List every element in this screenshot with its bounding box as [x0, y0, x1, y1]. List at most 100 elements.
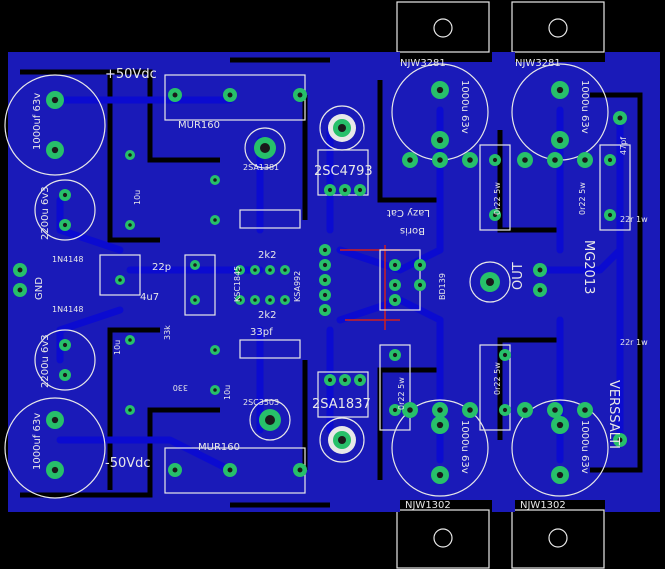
drill-hole: [322, 247, 328, 253]
drill-hole: [342, 377, 348, 383]
drill-hole: [407, 157, 413, 163]
drill-hole: [322, 307, 328, 313]
label-c9: 22p: [152, 262, 171, 273]
drill-hole: [327, 187, 333, 193]
drill-hole: [556, 471, 564, 479]
label-c11: 47pf: [619, 137, 628, 155]
drill-hole: [552, 157, 558, 163]
drill-hole: [357, 187, 363, 193]
drill-hole: [238, 268, 242, 272]
drill-hole: [193, 263, 197, 267]
drill-hole: [537, 267, 543, 273]
drill-hole: [556, 86, 564, 94]
drill-hole: [17, 267, 23, 273]
drill-hole: [172, 467, 178, 473]
drill-hole: [327, 377, 333, 383]
label-c1: 1000uf 63v: [32, 93, 43, 150]
label-d1: MUR160: [178, 120, 220, 131]
drill-hole: [297, 467, 303, 473]
label-r7: 22r 1w: [620, 215, 648, 224]
drill-hole: [607, 157, 613, 163]
drill-hole: [392, 407, 398, 413]
trimpots: [244, 105, 511, 463]
drill-hole: [193, 298, 197, 302]
drill-hole: [283, 268, 287, 272]
drill-hole: [607, 212, 613, 218]
drill-hole: [322, 292, 328, 298]
drill-hole: [436, 86, 444, 94]
drill-hole: [582, 157, 588, 163]
drill-hole: [213, 178, 217, 182]
label-r8: 22r 1w: [620, 338, 648, 347]
label-supply-neg: -50Vdc: [105, 456, 151, 471]
label-gnd: GND: [34, 277, 45, 300]
label-q5: 2SC4793: [314, 164, 373, 179]
label-q4: NJW1302: [520, 500, 566, 511]
drill-hole: [437, 407, 443, 413]
drill-hole: [392, 262, 398, 268]
drill-hole: [436, 136, 444, 144]
drill-hole: [522, 407, 528, 413]
label-d3: 1N4148: [52, 255, 83, 264]
label-r6: 2k2: [258, 310, 277, 321]
label-c12: 10u: [133, 190, 142, 205]
drill-hole: [51, 416, 59, 424]
drill-hole: [492, 212, 498, 218]
label-q1: NJW3281: [400, 58, 446, 69]
label-d2: MUR160: [198, 442, 240, 453]
drill-hole: [437, 157, 443, 163]
label-r2: 0r22 5w: [578, 182, 587, 215]
label-r3: 0r22 5w: [397, 377, 406, 410]
drill-hole: [51, 96, 59, 104]
label-c13: 10u: [113, 340, 122, 355]
drill-hole: [253, 298, 257, 302]
drill-hole: [213, 218, 217, 222]
pads: [13, 81, 627, 484]
label-mirror-1: VERSSALTI: [606, 380, 621, 449]
drill-hole: [357, 377, 363, 383]
label-d4: 1N4148: [52, 305, 83, 314]
drill-hole: [392, 282, 398, 288]
drill-hole: [283, 298, 287, 302]
drill-hole: [213, 348, 217, 352]
label-mirror-2: MG2013: [581, 240, 596, 294]
label-r1: 0r22 5w: [493, 182, 502, 215]
label-supply-pos: +50Vdc: [105, 67, 157, 82]
copper-pour: [8, 52, 660, 512]
drill-hole: [128, 408, 132, 412]
drill-hole: [62, 372, 68, 378]
drill-hole: [213, 388, 217, 392]
drill-hole: [467, 157, 473, 163]
drill-hole: [118, 278, 122, 282]
drill-hole: [51, 146, 59, 154]
drill-hole: [253, 268, 257, 272]
drill-hole: [268, 298, 272, 302]
drill-hole: [407, 407, 413, 413]
drill-hole: [617, 115, 623, 121]
label-author-2: Boris: [400, 225, 425, 236]
drill-hole: [392, 352, 398, 358]
drill-hole: [17, 287, 23, 293]
label-q6: 2SA1837: [312, 397, 371, 412]
drill-hole: [227, 92, 233, 98]
label-r10: 33k: [163, 325, 172, 340]
drill-hole: [392, 297, 398, 303]
drill-hole: [492, 157, 498, 163]
label-r11: 330: [173, 383, 188, 392]
drill-hole: [268, 268, 272, 272]
label-q7: 2SA1381: [243, 163, 279, 172]
label-q3: NJW1302: [405, 500, 451, 511]
drill-hole: [128, 338, 132, 342]
drill-hole: [436, 471, 444, 479]
label-q10: KSA992: [293, 271, 302, 302]
label-c2: 2200u 6v3: [40, 186, 51, 240]
drill-hole: [238, 298, 242, 302]
label-q11: KSC1845: [233, 266, 242, 302]
drill-hole: [297, 92, 303, 98]
label-out: OUT: [511, 262, 526, 290]
drill-hole: [227, 467, 233, 473]
label-q2: NJW3281: [515, 58, 561, 69]
heatsink-outlines: [396, 1, 605, 569]
drill-hole: [556, 421, 564, 429]
drill-hole: [128, 153, 132, 157]
